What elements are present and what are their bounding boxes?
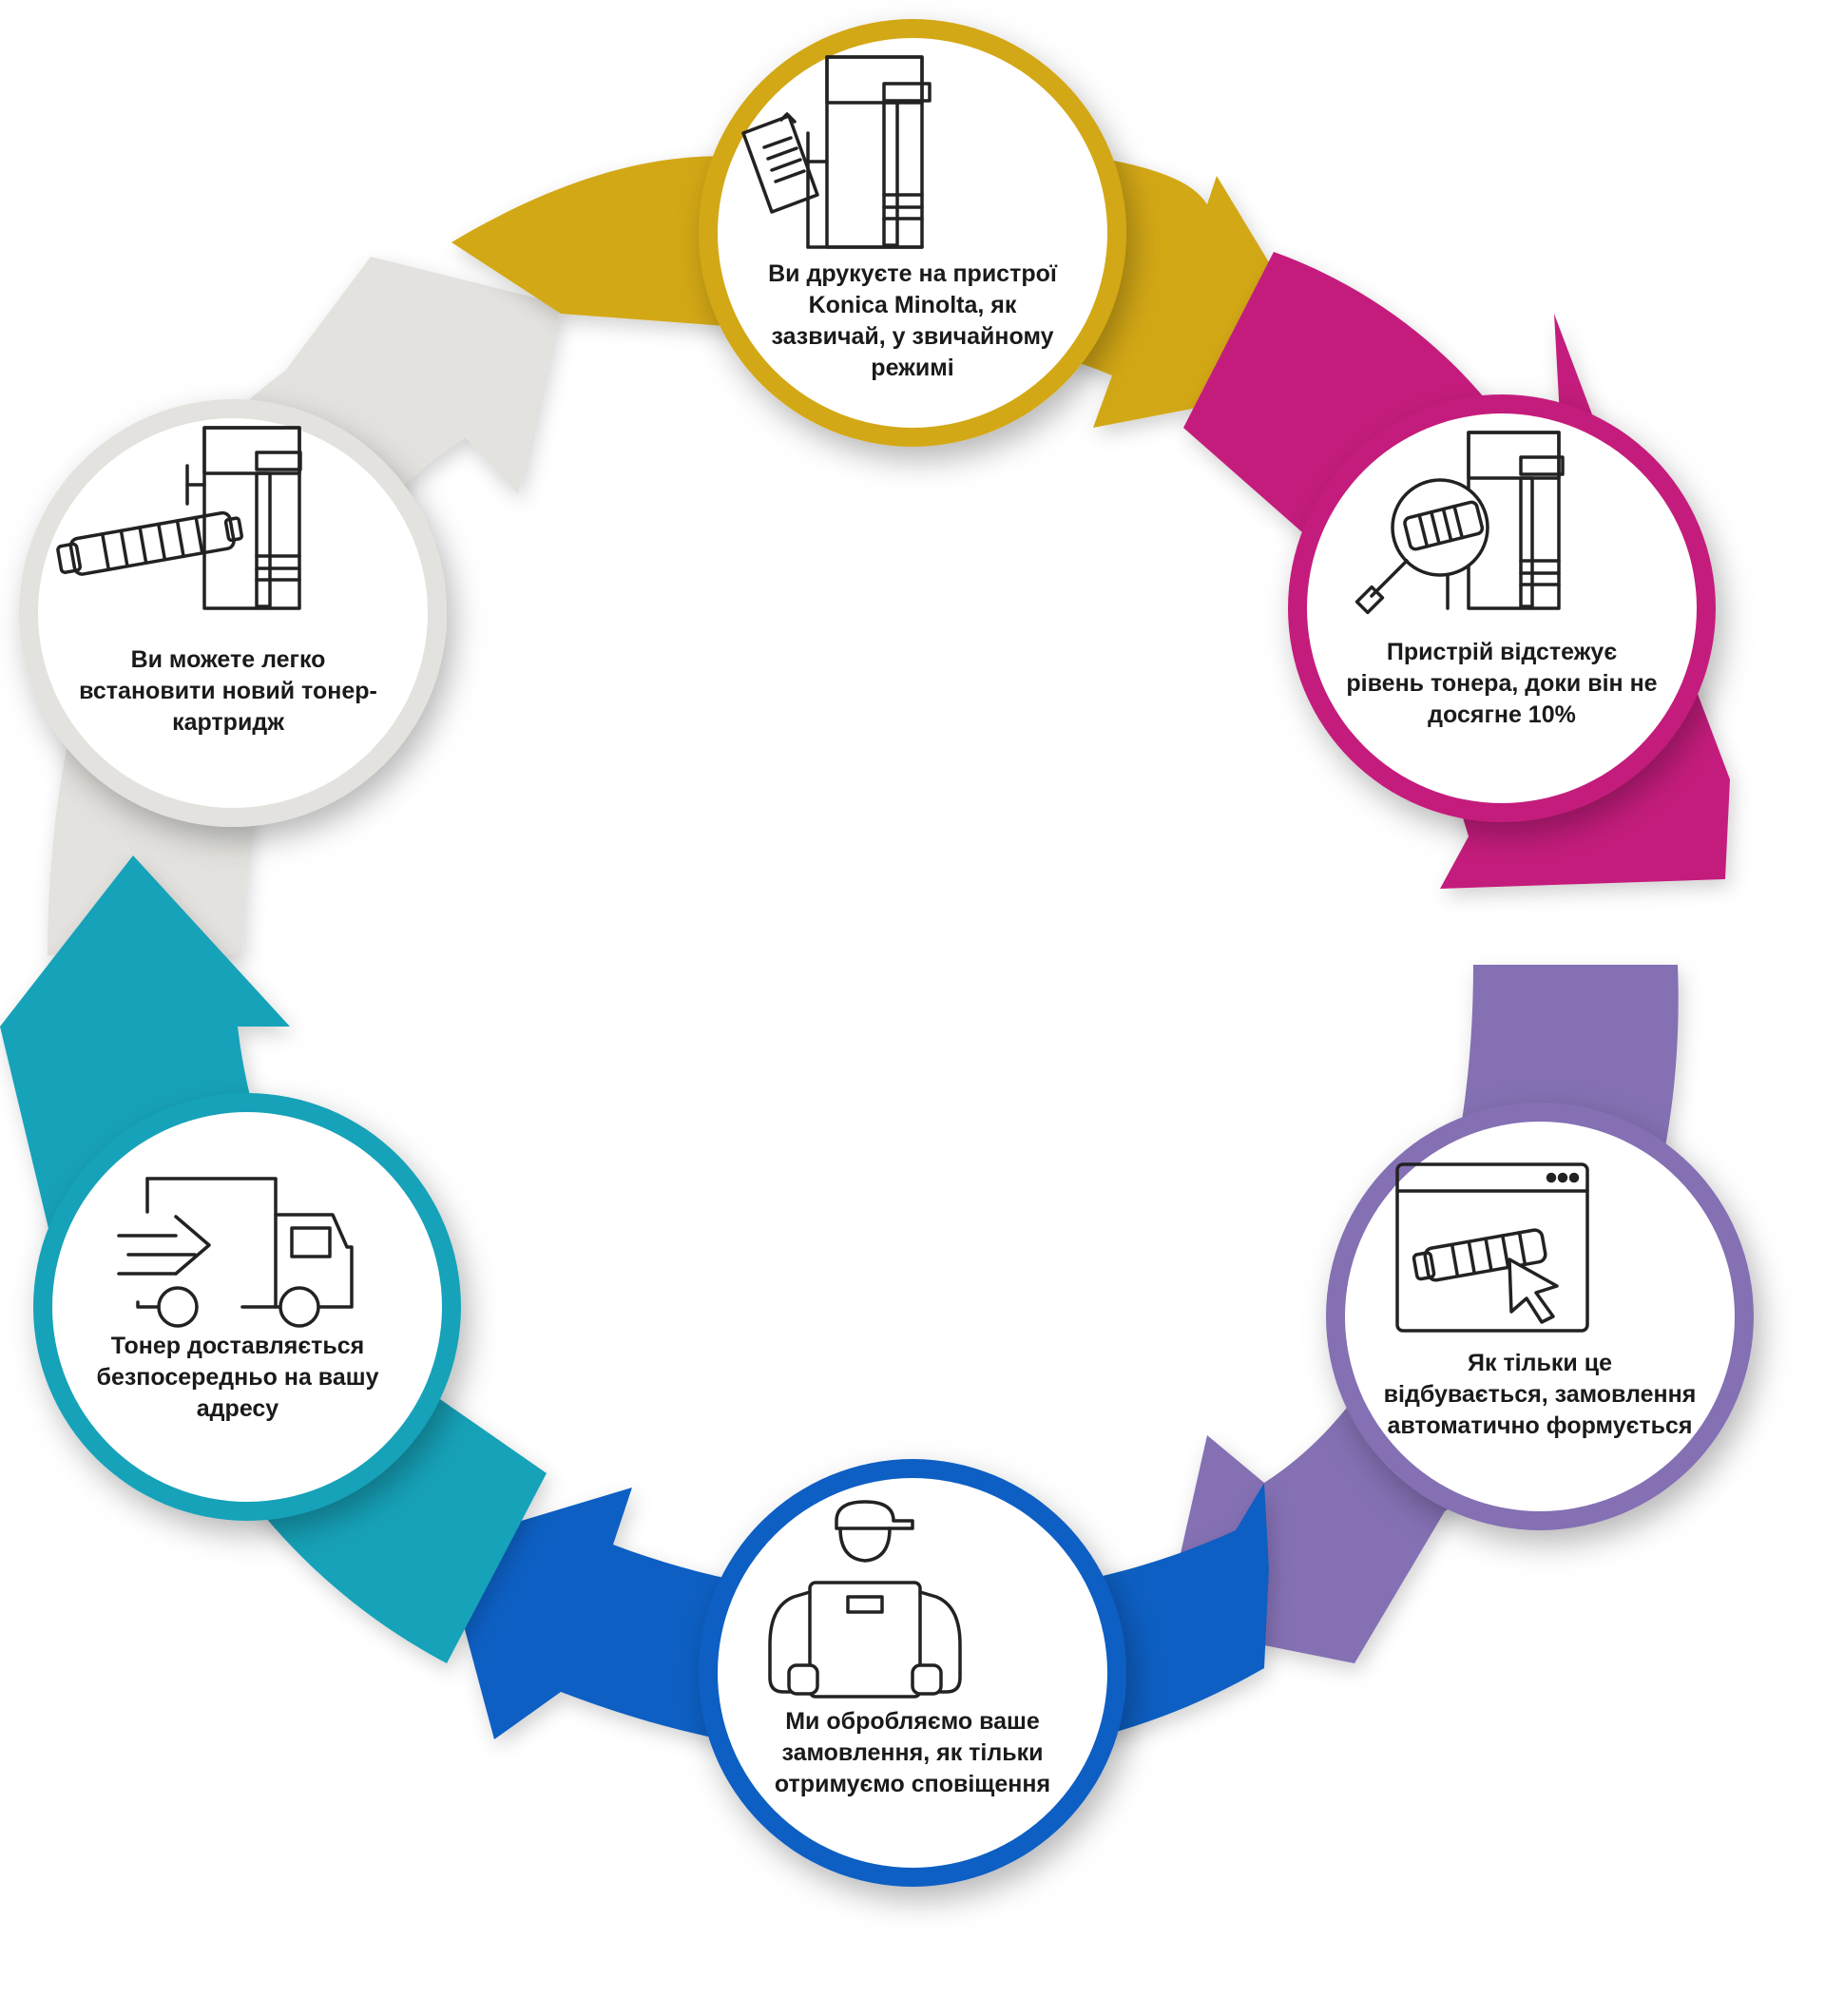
step-1-label: Ви друкуєте на пристрої Konica Minolta, … [768,260,1057,381]
delivery-truck-icon [117,1177,354,1328]
courier-with-box-icon [768,1500,962,1699]
step-4-label: Ми обробляємо ваше замовлення, як тільки… [774,1708,1051,1797]
printer-with-document-icon [741,55,932,249]
install-toner-printer-icon [56,426,302,610]
step-3-label: Як тільки це відбувається, замовлення ав… [1383,1350,1697,1439]
step-1-disc [718,38,1107,428]
step-5-label: Тонер доставляється безпосередньо на ваш… [96,1333,379,1422]
step-6-disc [38,418,428,808]
magnifier-toner-printer-icon [1354,431,1565,615]
step-2-label: Пристрій відстежує рівень тонера, доки в… [1346,639,1658,728]
browser-toner-cursor-icon [1395,1162,1589,1333]
step-6-label: Ви можете легко встановити новий тонер-к… [79,646,377,736]
